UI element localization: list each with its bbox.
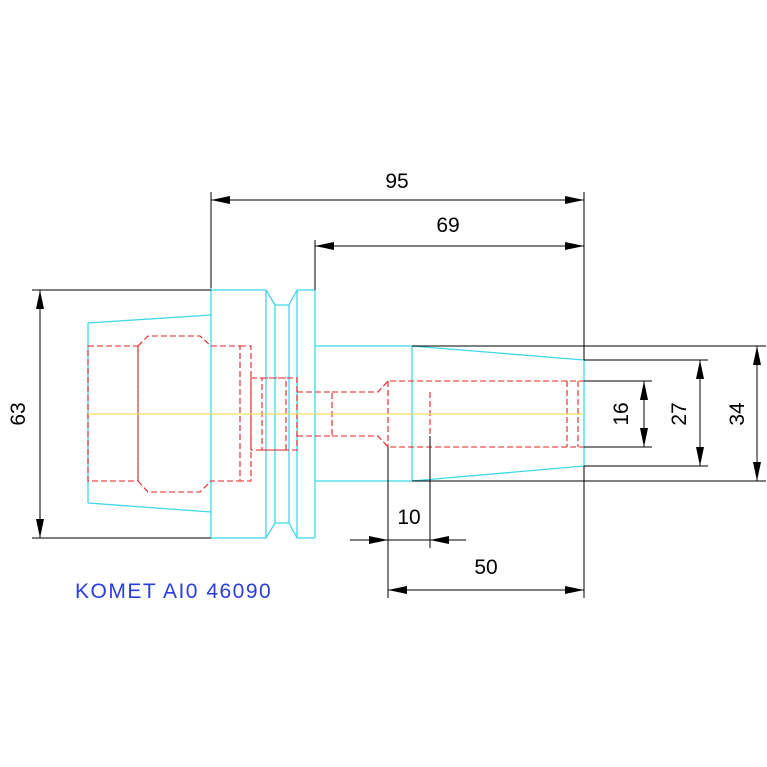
arrowhead xyxy=(36,519,44,538)
arrowhead xyxy=(753,462,761,481)
dim-flange-diameter: 63 xyxy=(7,289,211,539)
arrowhead xyxy=(36,290,44,309)
dim-value-27: 27 xyxy=(668,402,691,425)
dim-bore-depth: 50 xyxy=(388,466,585,598)
dim-shank-diameter: 34 xyxy=(412,345,766,482)
arrowhead xyxy=(315,242,334,250)
dim-value-10: 10 xyxy=(397,506,420,529)
part-outline xyxy=(87,288,585,539)
arrowhead xyxy=(753,346,761,365)
arrowhead xyxy=(696,360,704,379)
arrowhead xyxy=(640,428,648,447)
dim-step-length: 10 xyxy=(350,436,466,598)
dim-value-63: 63 xyxy=(7,402,30,425)
dim-inner-diameter: 27 xyxy=(584,359,708,467)
arrowhead xyxy=(388,586,407,594)
dim-value-34: 34 xyxy=(726,402,749,426)
arrowhead xyxy=(211,196,230,204)
arrowhead xyxy=(565,586,584,594)
arrowhead xyxy=(696,447,704,466)
dim-shank-length: 69 xyxy=(314,214,584,290)
arrowhead xyxy=(369,536,388,544)
dim-value-16: 16 xyxy=(610,402,633,425)
dim-overall-length: 95 xyxy=(210,170,585,360)
part-label: KOMET AI0 46090 xyxy=(75,580,272,603)
arrowhead xyxy=(565,196,584,204)
flange-outline xyxy=(210,288,276,539)
arrowhead xyxy=(640,381,648,400)
dim-value-69: 69 xyxy=(436,214,459,237)
dim-value-95: 95 xyxy=(385,170,408,193)
arrowhead xyxy=(565,242,584,250)
arrowhead xyxy=(430,536,449,544)
nose-outline xyxy=(411,345,585,482)
dim-bore-diameter: 16 xyxy=(584,380,652,448)
dim-value-50: 50 xyxy=(474,556,497,579)
